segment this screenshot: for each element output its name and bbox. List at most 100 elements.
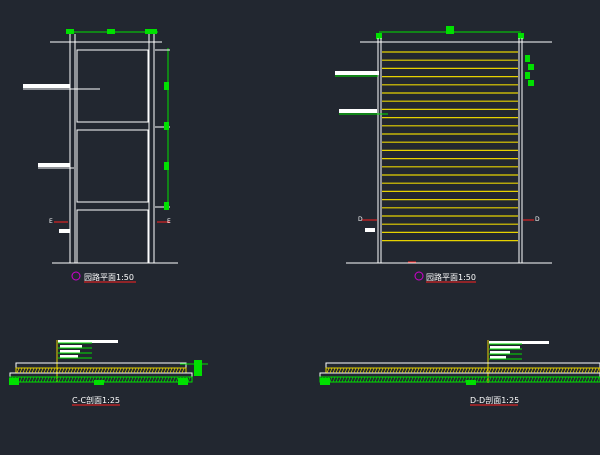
section-hatch-stroke: [13, 376, 17, 383]
section-hatch-stroke: [395, 367, 399, 374]
section-hatch-stroke: [34, 376, 38, 383]
section-hatch-stroke: [19, 367, 23, 374]
section-hatch-stroke: [181, 376, 185, 383]
section-hatch-stroke: [109, 376, 113, 383]
section-hatch-stroke: [115, 376, 119, 383]
section-hatch-stroke: [575, 376, 579, 383]
section-hatch-stroke: [572, 367, 576, 374]
dimension-tick: [164, 122, 169, 130]
section-d-title: D-D剖面1:25: [470, 395, 519, 405]
section-hatch-stroke: [178, 376, 182, 383]
section-hatch-stroke: [569, 367, 573, 374]
section-hatch-stroke: [88, 376, 92, 383]
section-hatch-stroke: [347, 367, 351, 374]
section-hatch-stroke: [124, 367, 128, 374]
section-hatch-stroke: [446, 367, 450, 374]
section-hatch-stroke: [79, 376, 83, 383]
section-hatch-stroke: [467, 367, 471, 374]
section-hatch-stroke: [148, 367, 152, 374]
section-hatch-stroke: [434, 376, 438, 383]
section-hatch-stroke: [55, 376, 59, 383]
section-hatch-stroke: [422, 367, 426, 374]
dimension-tick: [164, 162, 169, 170]
section-hatch-stroke: [458, 376, 462, 383]
section-hatch-stroke: [464, 376, 468, 383]
section-hatch-stroke: [533, 367, 537, 374]
section-hatch-stroke: [25, 367, 29, 374]
section-hatch-stroke: [506, 367, 510, 374]
section-hatch-stroke: [593, 376, 597, 383]
section-hatch-stroke: [356, 367, 360, 374]
section-hatch-stroke: [43, 367, 47, 374]
section-c-title: C-C剖面1:25: [72, 395, 120, 405]
section-hatch-stroke: [67, 367, 71, 374]
section-hatch-stroke: [22, 367, 26, 374]
section-hatch-stroke: [163, 367, 167, 374]
section-hatch-stroke: [350, 376, 354, 383]
section-hatch-stroke: [52, 367, 56, 374]
section-hatch-stroke: [368, 376, 372, 383]
section-hatch-stroke: [329, 367, 333, 374]
section-hatch-stroke: [61, 376, 65, 383]
section-hatch-stroke: [494, 367, 498, 374]
section-hatch-stroke: [118, 367, 122, 374]
section-hatch-stroke: [530, 367, 534, 374]
section-hatch-stroke: [100, 367, 104, 374]
section-hatch-stroke: [136, 367, 140, 374]
section-hatch-stroke: [449, 367, 453, 374]
section-hatch-stroke: [73, 376, 77, 383]
section-hatch-stroke: [124, 376, 128, 383]
section-hatch-stroke: [443, 376, 447, 383]
section-hatch-stroke: [142, 376, 146, 383]
section-hatch-stroke: [187, 376, 191, 383]
section-hatch-stroke: [166, 367, 170, 374]
section-hatch-stroke: [73, 367, 77, 374]
section-hatch-stroke: [28, 367, 32, 374]
dimension-tick: [518, 33, 524, 39]
section-hatch-stroke: [419, 367, 423, 374]
section-hatch-stroke: [70, 367, 74, 374]
section-hatch-stroke: [106, 376, 110, 383]
section-hatch-stroke: [49, 376, 53, 383]
section-hatch-stroke: [377, 376, 381, 383]
section-hatch-stroke: [413, 376, 417, 383]
section-hatch-stroke: [413, 367, 417, 374]
section-hatch-stroke: [512, 376, 516, 383]
section-hatch-stroke: [374, 376, 378, 383]
section-hatch-stroke: [49, 367, 53, 374]
section-hatch-stroke: [401, 367, 405, 374]
section-hatch-stroke: [521, 367, 525, 374]
annotation-text-bar: [60, 350, 80, 353]
section-hatch-stroke: [151, 367, 155, 374]
section-hatch-stroke: [362, 376, 366, 383]
section-hatch-stroke: [434, 367, 438, 374]
section-hatch-stroke: [133, 367, 137, 374]
section-hatch-stroke: [542, 376, 546, 383]
section-hatch-stroke: [157, 367, 161, 374]
section-hatch-stroke: [539, 376, 543, 383]
section-hatch-stroke: [52, 376, 56, 383]
section-hatch-stroke: [341, 376, 345, 383]
section-hatch-stroke: [383, 376, 387, 383]
section-hatch-stroke: [70, 376, 74, 383]
section-hatch-stroke: [10, 376, 14, 383]
section-hatch-stroke: [58, 367, 62, 374]
section-hatch-stroke: [554, 367, 558, 374]
section-hatch-stroke: [401, 376, 405, 383]
section-hatch-stroke: [88, 367, 92, 374]
section-hatch-stroke: [548, 367, 552, 374]
section-hatch-stroke: [332, 376, 336, 383]
section-hatch-stroke: [40, 376, 44, 383]
section-hatch-stroke: [473, 376, 477, 383]
section-hatch-stroke: [533, 376, 537, 383]
section-hatch-stroke: [521, 376, 525, 383]
section-hatch-stroke: [590, 367, 594, 374]
section-hatch-stroke: [82, 367, 86, 374]
annotation-text-bar: [23, 84, 70, 88]
section-hatch-stroke: [410, 367, 414, 374]
section-mark-label: E: [49, 218, 53, 225]
plan-right-title: 园路平面1:50: [426, 272, 476, 282]
section-hatch-stroke: [572, 376, 576, 383]
dimension-tick: [107, 29, 115, 34]
